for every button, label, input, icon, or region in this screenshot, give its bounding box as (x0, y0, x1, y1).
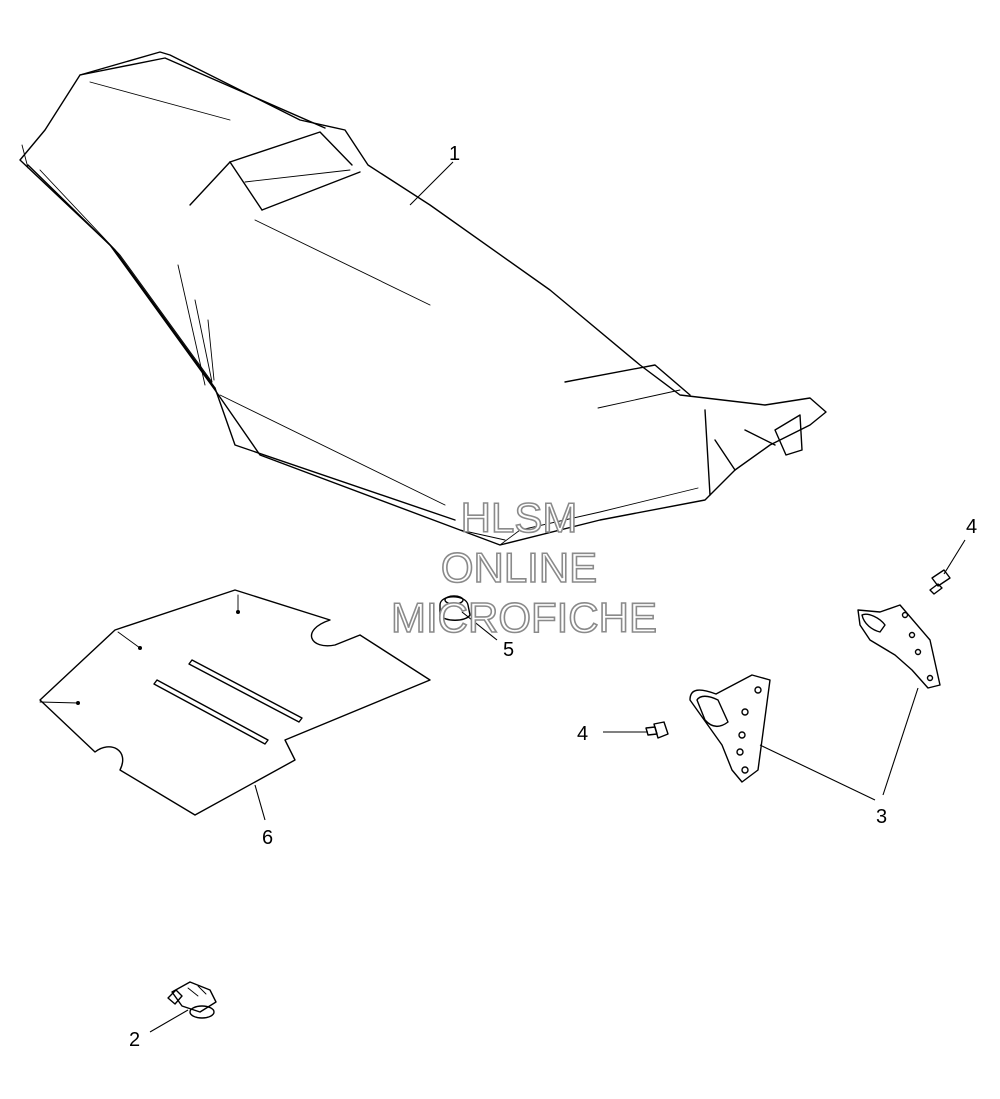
leader-5 (461, 611, 498, 641)
leader-3b (882, 687, 919, 796)
leader-6 (254, 784, 266, 821)
callout-6: 6 (262, 827, 273, 849)
callout-1: 1 (449, 143, 460, 165)
watermark-line-3: MICROFICHE (391, 594, 657, 641)
watermark-line-1: HLSM (461, 494, 578, 541)
callout-5: 5 (503, 639, 514, 661)
watermark-line-2: ONLINE (441, 544, 597, 591)
bracket-upper-part[interactable] (857, 604, 941, 689)
leader-3a (759, 744, 876, 801)
callout-2: 2 (129, 1029, 140, 1051)
leader-2 (149, 1009, 189, 1033)
callout-labels: 1 5 6 3 4 4 2 (129, 143, 977, 1051)
callout-4-upper: 4 (966, 516, 977, 538)
clip-part[interactable] (167, 981, 217, 1019)
leader-lines (149, 161, 966, 1033)
callout-4-lower: 4 (577, 723, 588, 745)
watermark: HLSM ONLINE MICROFICHE (390, 493, 658, 642)
leader-1 (409, 161, 454, 206)
bumper-part[interactable] (439, 595, 471, 621)
bracket-lower-part[interactable] (689, 674, 771, 783)
screw-lower-part[interactable] (645, 721, 669, 739)
leader-4-upper (943, 539, 966, 575)
pad-part[interactable] (39, 589, 431, 816)
callout-3: 3 (876, 806, 887, 828)
screw-upper-part[interactable] (929, 569, 951, 595)
seat-part[interactable] (19, 51, 827, 546)
